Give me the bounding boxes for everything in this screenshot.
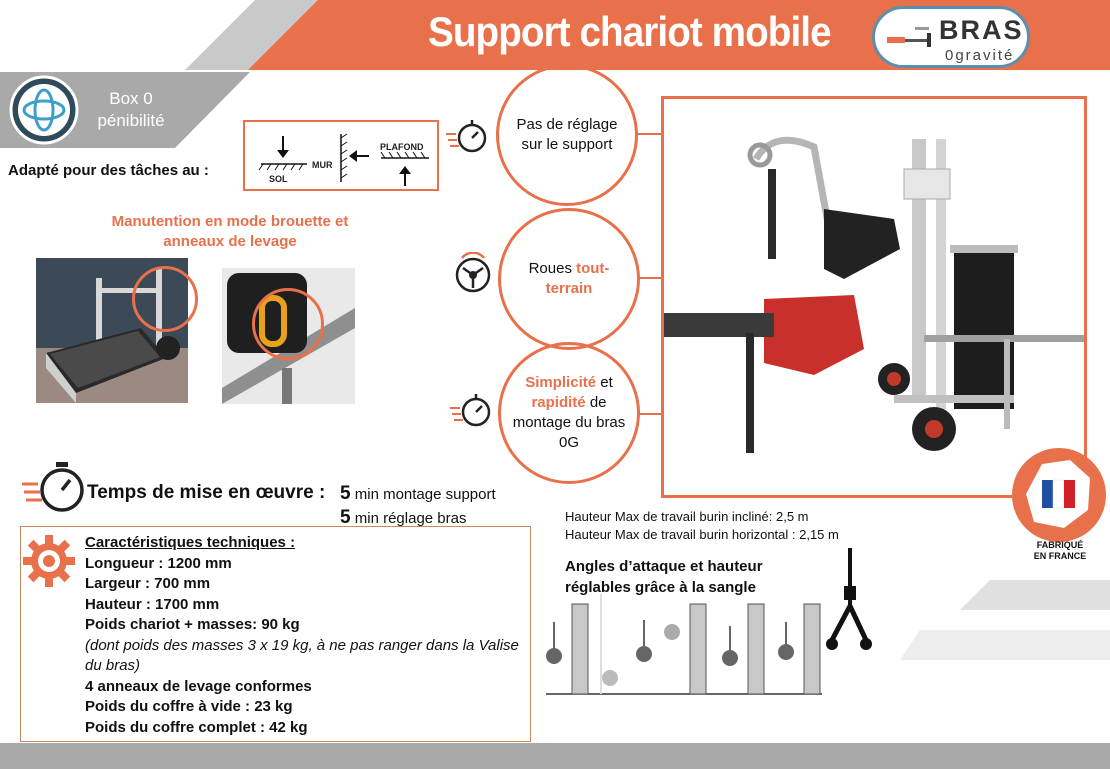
technical-specs-box: Caractéristiques techniques : Longueur :… bbox=[20, 526, 531, 742]
angles-illustration bbox=[546, 594, 822, 695]
decorative-stripes bbox=[900, 580, 1110, 660]
fabrique-line1: FABRIQUÉ bbox=[1036, 540, 1084, 550]
stopwatch-icon bbox=[22, 462, 84, 512]
spec-coffre-vide: Poids du coffre à vide : 23 kg bbox=[85, 698, 293, 715]
manutention-line2: anneaux de levage bbox=[163, 233, 297, 250]
spec-coffre-complet: Poids du coffre complet : 42 kg bbox=[85, 718, 308, 736]
spec-longueur: Longueur : 1200 mm bbox=[85, 554, 232, 572]
setup-support-text: min montage support bbox=[350, 486, 496, 503]
setup-support-num: 5 bbox=[340, 483, 351, 504]
max-height-horizontal: Hauteur Max de travail burin horizontal … bbox=[565, 527, 839, 542]
mur-label: MUR bbox=[312, 160, 333, 170]
setup-time-arm: 5 min réglage bras bbox=[340, 507, 466, 529]
spec-poids: Poids chariot + masses: 90 kg bbox=[85, 616, 300, 633]
logo-sub-text: 0gravité bbox=[945, 47, 1015, 64]
zoom-circle-1 bbox=[132, 266, 198, 332]
sol-label: SOL bbox=[269, 174, 288, 184]
specs-heading: Caractéristiques techniques : bbox=[85, 534, 296, 551]
brand-logo: BRAS 0gravité bbox=[872, 6, 1030, 68]
setup-time-label: Temps de mise en œuvre : bbox=[87, 482, 326, 503]
gear-icon bbox=[23, 535, 75, 587]
max-height-inclined: Hauteur Max de travail burin incliné: 2,… bbox=[565, 509, 809, 524]
fabrique-line2: EN FRANCE bbox=[1033, 551, 1087, 561]
logo-main-text: BRAS bbox=[939, 15, 1024, 45]
rapidity-accent: rapidité bbox=[531, 394, 586, 411]
simplicity-accent: Simplicité bbox=[525, 374, 597, 391]
angles-heading: Angles d’attaque et hauteur réglables gr… bbox=[565, 558, 763, 596]
specs-list: Caractéristiques techniques : Longueur :… bbox=[85, 533, 525, 738]
connector-lines bbox=[638, 133, 664, 415]
page-title: Support chariot mobile bbox=[428, 8, 832, 55]
made-in-france-badge bbox=[1012, 448, 1106, 542]
stopwatch-icon bbox=[450, 394, 491, 427]
zoom-circle-2 bbox=[252, 288, 324, 360]
wheels-plain: Roues bbox=[528, 260, 577, 277]
manutention-line1: Manutention en mode brouette et bbox=[111, 213, 349, 230]
manutention-heading: Manutention en mode brouette et anneaux … bbox=[70, 212, 390, 252]
box0-line1: Box 0 bbox=[109, 89, 153, 108]
max-height-info: Hauteur Max de travail burin incliné: 2,… bbox=[565, 508, 839, 544]
plafond-label: PLAFOND bbox=[380, 142, 424, 152]
feature-circle-adjust: Pas de réglage sur le support bbox=[496, 64, 638, 206]
simplicity-plain1: et bbox=[596, 374, 613, 391]
setup-arm-num: 5 bbox=[340, 507, 351, 528]
spec-note: (dont poids des masses 3 x 19 kg, à ne p… bbox=[85, 636, 519, 675]
spec-largeur: Largeur : 700 mm bbox=[85, 575, 211, 592]
footer-band bbox=[0, 743, 1110, 769]
setup-arm-text: min réglage bras bbox=[350, 510, 467, 527]
main-product-photo bbox=[661, 96, 1087, 498]
feature-circle-simplicity: Simplicité et rapidité de montage du bra… bbox=[498, 342, 640, 484]
stopwatch-icon bbox=[446, 120, 487, 153]
box0-label: Box 0 pénibilité bbox=[86, 88, 176, 132]
feature-simplicity-text: Simplicité et rapidité de montage du bra… bbox=[511, 373, 627, 453]
adapt-label: Adapté pour des tâches au : bbox=[8, 162, 209, 179]
strap-icon bbox=[826, 548, 872, 650]
simplicity-plain2: de montage du bras 0G bbox=[512, 394, 626, 451]
spec-anneaux: 4 anneaux de levage conformes bbox=[85, 677, 312, 695]
arm-icon bbox=[887, 27, 931, 47]
feature-adjust-text: Pas de réglage sur le support bbox=[516, 116, 618, 153]
wheel-icon bbox=[455, 252, 491, 293]
feature-circle-wheels: Roues tout-terrain bbox=[498, 208, 640, 350]
box0-logo-icon bbox=[9, 75, 79, 145]
made-in-france-text: FABRIQUÉ EN FRANCE bbox=[1010, 540, 1110, 562]
positions-diagram: SOL MUR PLAFOND bbox=[243, 120, 439, 191]
france-flag-icon bbox=[1026, 460, 1090, 528]
setup-time-support: 5 min montage support bbox=[340, 483, 496, 505]
feature-wheels-text: Roues tout-terrain bbox=[511, 259, 627, 299]
positions-drawing bbox=[258, 133, 429, 186]
spec-hauteur: Hauteur : 1700 mm bbox=[85, 595, 220, 613]
wheels-accent: tout-terrain bbox=[545, 260, 610, 297]
box0-line2: pénibilité bbox=[97, 111, 165, 130]
